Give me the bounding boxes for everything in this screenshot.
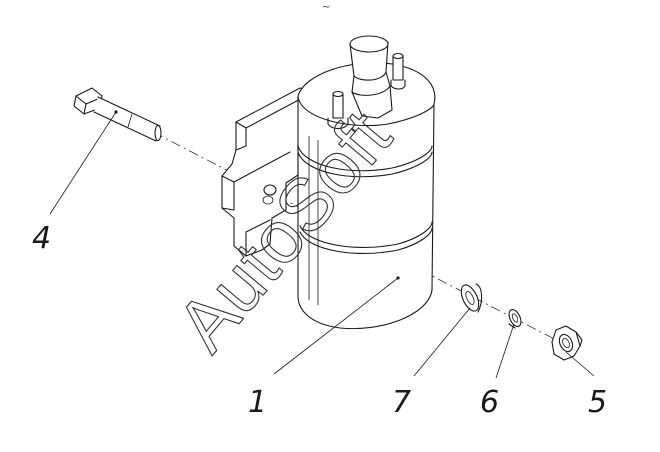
bolt	[73, 87, 162, 142]
callout-4: 4	[32, 221, 51, 256]
low-voltage-terminals	[327, 52, 406, 130]
callout-6: 6	[480, 385, 499, 420]
assembly-axis	[117, 113, 567, 346]
leader-6	[495, 323, 515, 379]
callout-1: 1	[248, 385, 267, 420]
coil-body	[297, 62, 436, 330]
flat-washer	[460, 283, 483, 313]
callout-7: 7	[392, 385, 411, 420]
leader-1	[273, 277, 399, 375]
nut	[551, 325, 583, 361]
leader-5	[565, 351, 595, 377]
bracket-hole	[263, 184, 277, 196]
top-mark: ~	[322, 2, 330, 13]
spring-washer	[508, 309, 522, 329]
leader-4	[49, 111, 117, 215]
leader-7	[413, 307, 471, 377]
hv-tower	[349, 35, 393, 119]
callout-5: 5	[588, 385, 607, 420]
